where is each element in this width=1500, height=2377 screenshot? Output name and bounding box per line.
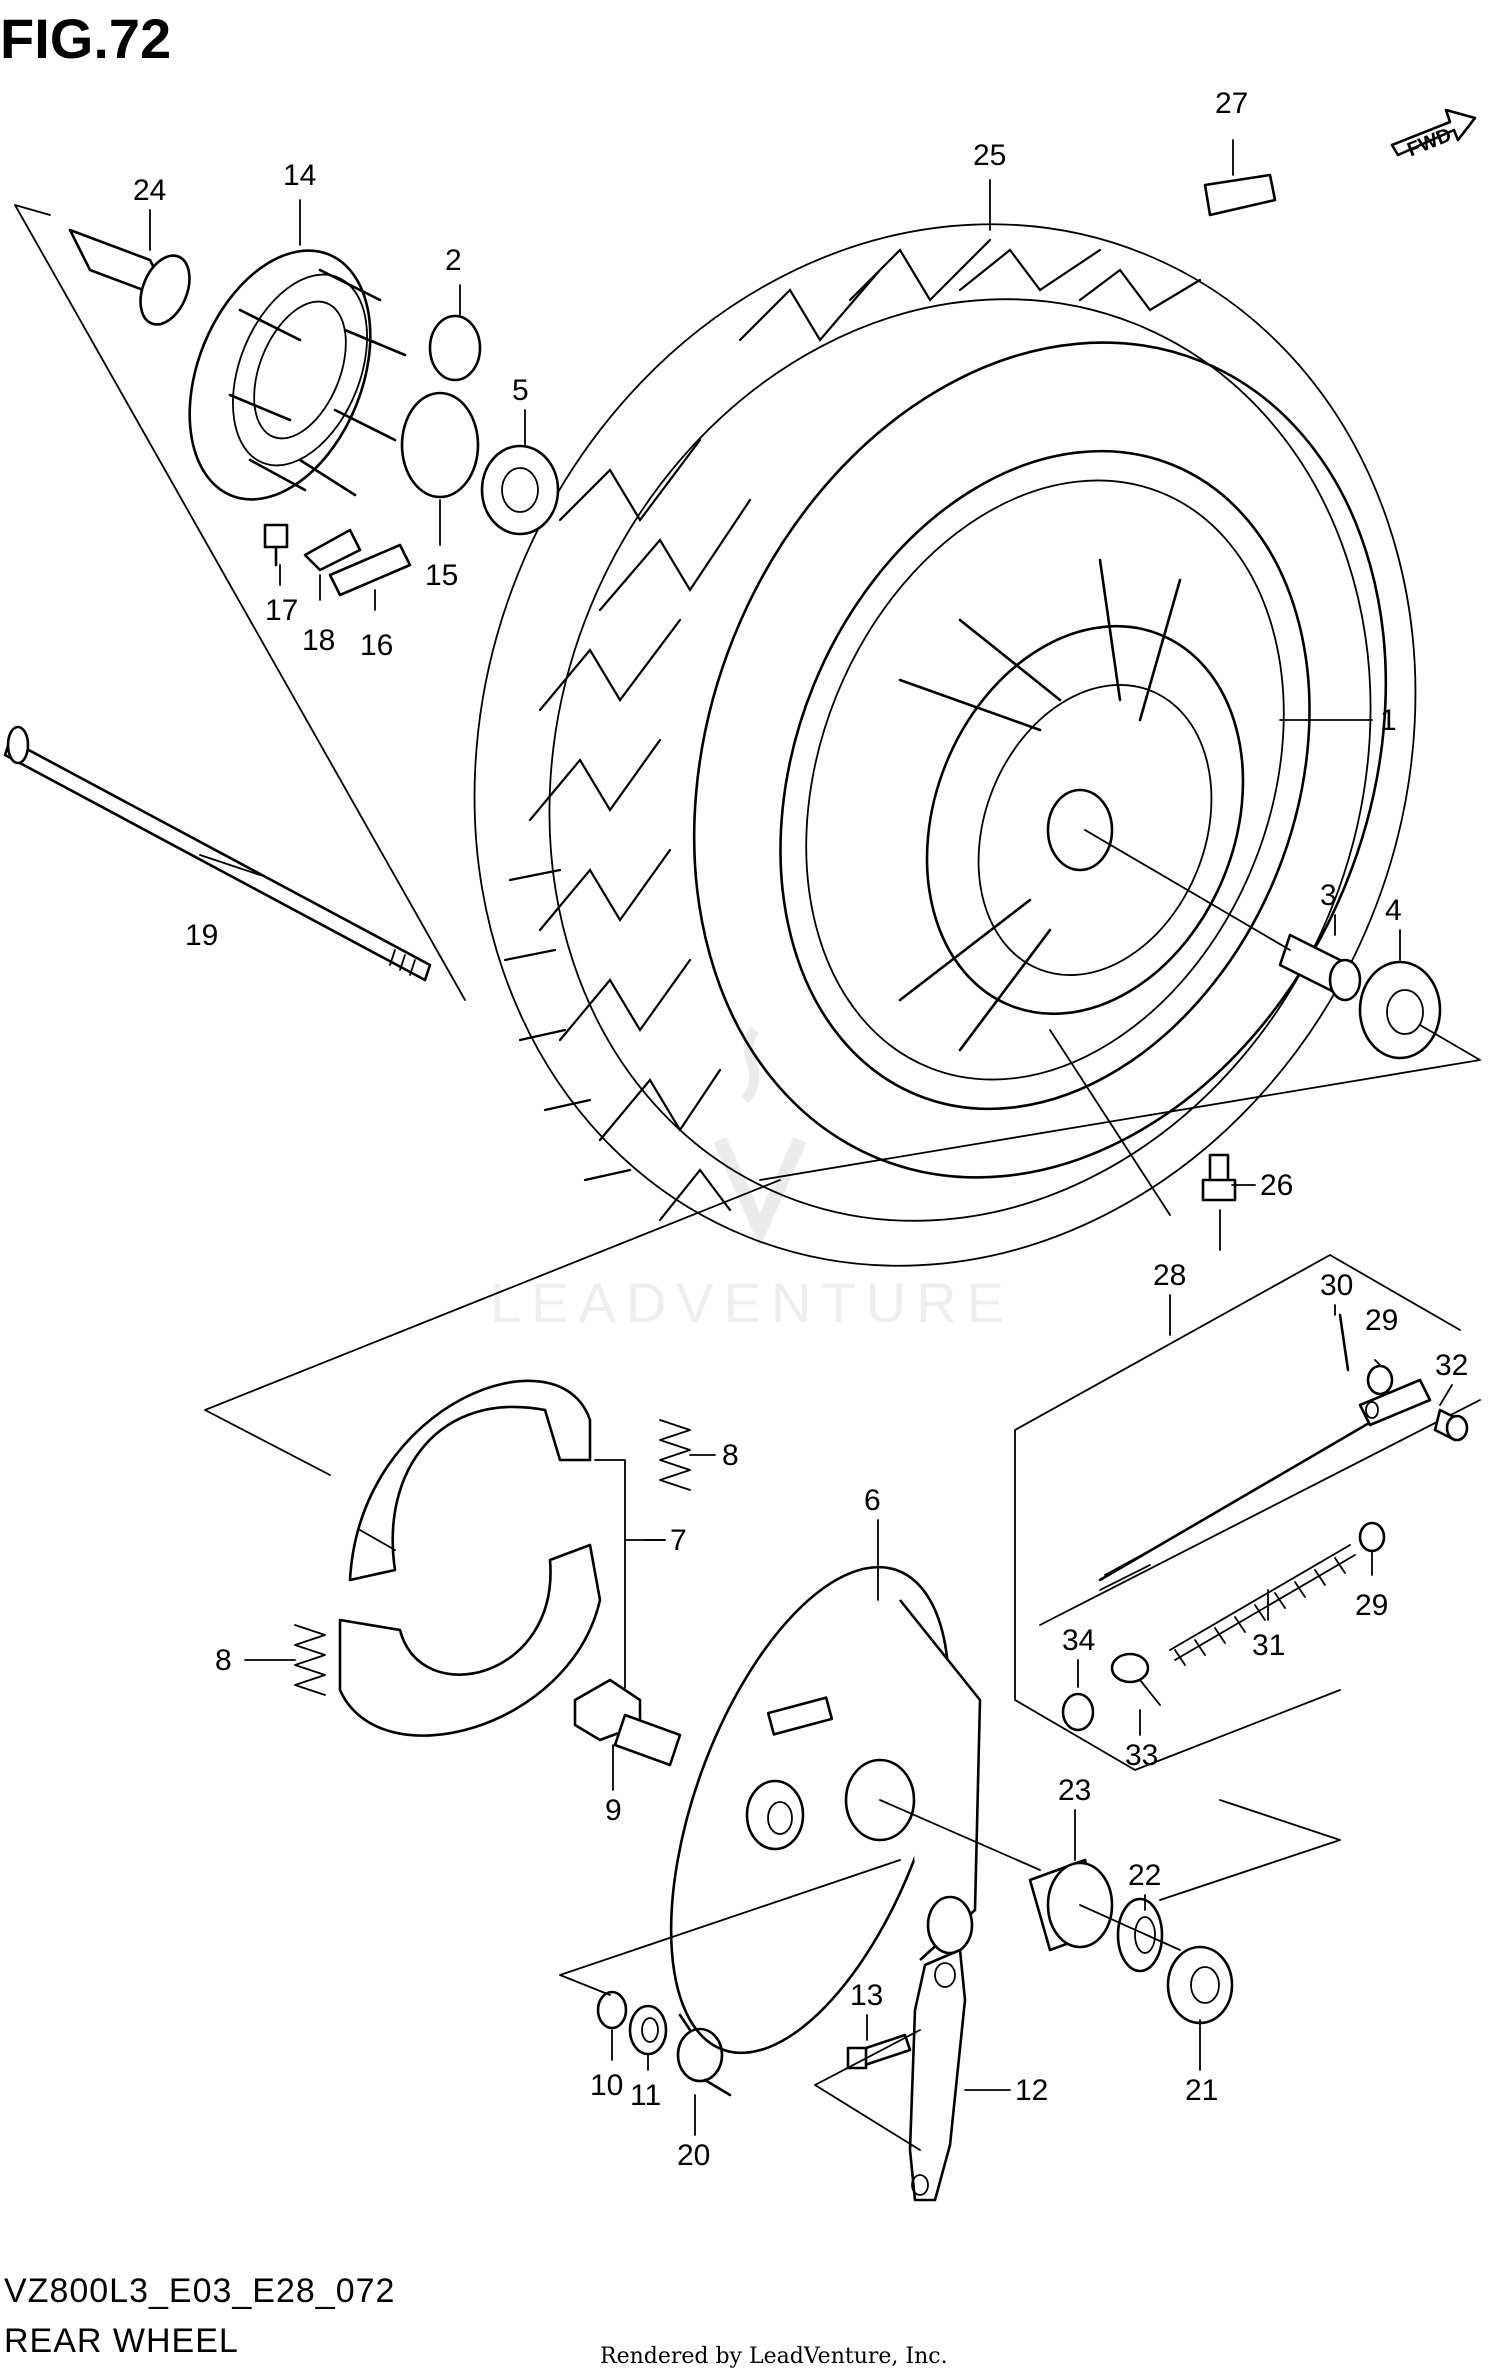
callout-5[interactable]: 5 [512,374,529,407]
pin-part-32[interactable] [1433,1408,1469,1442]
callout-29a[interactable]: 29 [1365,1304,1398,1337]
circlip-part-10[interactable] [596,1990,628,2030]
spacer-part-24[interactable] [68,228,199,332]
svg-text:LEADVENTURE: LEADVENTURE [490,1271,1014,1334]
spring-part-8-lower[interactable] [294,1624,326,1696]
callout-33[interactable]: 33 [1125,1739,1158,1772]
callout-10[interactable]: 10 [590,2069,623,2102]
callout-13[interactable]: 13 [850,1979,883,2012]
bearing-part-4[interactable] [1358,960,1442,1060]
callout-25[interactable]: 25 [973,139,1006,172]
guide-line-cam [559,1859,901,1996]
washer-part-16[interactable] [328,543,412,597]
guide-line-rod [1039,1399,1481,1626]
wheel-rim[interactable] [686,371,1404,1189]
callout-18[interactable]: 18 [302,624,335,657]
callout-20[interactable]: 20 [677,2139,710,2172]
callout-24[interactable]: 24 [133,174,166,207]
guide-line-lever [814,2029,921,2151]
spring-part-8-upper[interactable] [659,1419,691,1491]
spring-part-31[interactable] [1169,1544,1356,1666]
callout-4[interactable]: 4 [1385,894,1402,927]
callout-11[interactable]: 11 [630,2079,661,2112]
guide-line-valve [1049,1029,1221,1251]
callout-7[interactable]: 7 [670,1524,687,1557]
callout-29b[interactable]: 29 [1355,1589,1388,1622]
rear-tire[interactable] [320,81,1500,1408]
brake-shoe-lower[interactable] [338,1543,602,1737]
callout-26[interactable]: 26 [1260,1169,1293,1202]
hub-drive-assembly[interactable] [155,224,407,527]
lock-plate-part-18[interactable] [303,528,362,572]
washer-part-29-upper[interactable] [1366,1364,1394,1396]
callout-16[interactable]: 16 [360,629,393,662]
callout-3[interactable]: 3 [1320,879,1337,912]
callout-6[interactable]: 6 [864,1484,881,1517]
brake-cam-part-9[interactable] [573,1678,682,1767]
callout-23[interactable]: 23 [1058,1774,1091,1807]
callout-14[interactable]: 14 [283,159,316,192]
o-ring-part-15[interactable] [400,391,480,499]
rod-group-frame [1014,1254,1461,1771]
brake-panel-part-6[interactable] [615,1531,1006,2089]
callout-31[interactable]: 31 [1252,1629,1285,1662]
callout-12[interactable]: 12 [1015,2074,1048,2107]
spacer-part-3[interactable] [1278,933,1362,1002]
figure-name: REAR WHEEL [4,2322,239,2360]
brake-shoe-upper[interactable] [348,1379,592,1582]
return-spring-part-20[interactable] [676,2013,732,2097]
bearing-part-5[interactable] [480,444,560,536]
figure-title: FIG.72 [0,7,171,70]
fwd-arrow-icon: FWD [1390,108,1477,161]
callout-21[interactable]: 21 [1185,2074,1218,2107]
washer-part-22[interactable] [1116,1897,1164,1973]
callout-15[interactable]: 15 [425,559,458,592]
washer-part-29-lower[interactable] [1358,1521,1386,1553]
valve-part-26[interactable] [1201,1153,1237,1202]
nut-part-34[interactable] [1061,1692,1095,1732]
guide-line-panel [879,1799,1341,1951]
callout-34[interactable]: 34 [1062,1624,1095,1657]
callout-22[interactable]: 22 [1128,1859,1161,1892]
spacer-part-23[interactable] [1028,1858,1114,1952]
callout-2[interactable]: 2 [445,244,462,277]
callout-8a[interactable]: 8 [722,1439,739,1472]
callout-8b[interactable]: 8 [215,1644,232,1677]
callout-17[interactable]: 17 [265,594,298,627]
pin-part-30[interactable] [1338,1313,1350,1372]
watermark: LEADVENTURE [490,1026,1014,1334]
rendered-by: Rendered by LeadVenture, Inc. [600,2344,948,2369]
callout-30[interactable]: 30 [1320,1269,1353,1302]
washer-part-11[interactable] [628,2004,668,2056]
damper-part-2[interactable] [428,314,482,382]
brake-lever-part-12[interactable] [908,1948,967,2202]
callout-32[interactable]: 32 [1435,1349,1468,1382]
callout-1[interactable]: 1 [1380,704,1397,737]
guide-line-brake [204,1179,781,1476]
figure-code: VZ800L3_E03_E28_072 [4,2272,395,2310]
callout-27[interactable]: 27 [1215,87,1248,120]
brake-rod-part-28[interactable] [1098,1378,1432,1591]
guide-line-axle [759,829,1481,1181]
joint-part-33[interactable] [1110,1652,1161,1706]
guide-line-hub [14,204,466,1001]
callout-28[interactable]: 28 [1153,1259,1186,1292]
callout-9[interactable]: 9 [605,1794,622,1827]
nut-part-21[interactable] [1166,1945,1234,2025]
bolt-part-17[interactable] [263,523,289,567]
leader-lines [149,139,1453,2136]
balancer-part-27[interactable] [1203,173,1277,217]
callout-19[interactable]: 19 [185,919,218,952]
